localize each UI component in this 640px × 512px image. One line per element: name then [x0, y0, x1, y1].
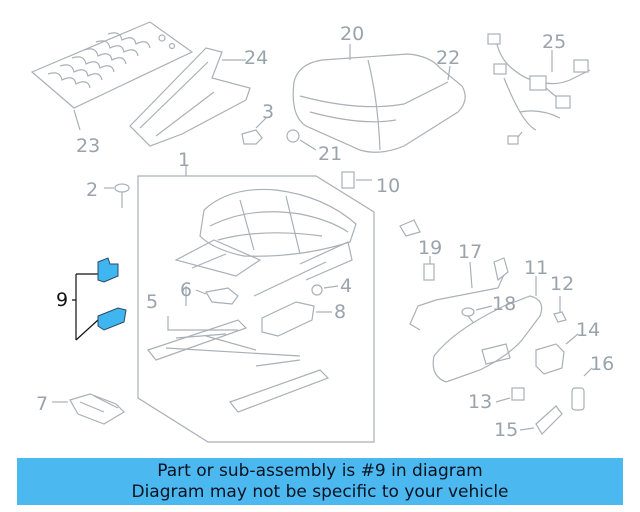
part-24-trim-panel: [129, 47, 251, 147]
callout-13: 13: [468, 391, 492, 413]
part-22-leader: [447, 65, 451, 81]
callout-7: 7: [36, 393, 48, 415]
banner-line-1: Part or sub-assembly is #9 in diagram: [157, 461, 483, 481]
part-23-heater-mat: [30, 21, 194, 131]
part-6-shaft: [195, 287, 239, 305]
part-16-knob: [571, 367, 593, 411]
part-7-adjuster: [52, 393, 125, 425]
callout-10: 10: [376, 175, 400, 197]
part-1-seat-frame-box: [137, 166, 375, 443]
disclaimer-banner: Part or sub-assembly is #9 in diagram Di…: [17, 458, 623, 505]
part-9-highlighted: [72, 257, 127, 341]
part-10-bracket: [341, 171, 421, 237]
callout-5: 5: [146, 291, 158, 313]
callout-15: 15: [494, 419, 518, 441]
part-11-side-shield: [432, 276, 543, 383]
callout-25: 25: [542, 31, 566, 53]
callout-1: 1: [178, 149, 190, 171]
part-9-lower-bracket: [97, 307, 127, 331]
part-19-clip: [423, 256, 435, 281]
part-15-cover: [519, 405, 563, 435]
callout-19: 19: [418, 237, 442, 259]
callout-21: 21: [318, 143, 342, 165]
part-13-switch: [495, 387, 525, 403]
callout-24: 24: [244, 47, 268, 69]
callout-14: 14: [576, 319, 600, 341]
part-8-motor: [261, 301, 332, 337]
part-14-switch: [535, 333, 579, 375]
part-5-seat-rails: [146, 286, 330, 413]
part-20-cushion-pad: [292, 44, 466, 153]
part-9-upper-bracket: [97, 257, 119, 283]
callout-9: 9: [56, 289, 68, 311]
callout-2: 2: [86, 179, 98, 201]
part-21-clip: [286, 129, 317, 151]
callout-22: 22: [436, 47, 460, 69]
callout-23: 23: [76, 135, 100, 157]
part-12-pin: [553, 296, 567, 323]
part-25-wiring-harness: [487, 33, 591, 145]
part-2-screw: [104, 183, 130, 208]
callout-6: 6: [180, 279, 192, 301]
callout-18: 18: [492, 293, 516, 315]
part-3-bolt: [241, 117, 267, 145]
callout-17: 17: [458, 241, 482, 263]
callout-16: 16: [590, 353, 614, 375]
callout-12: 12: [550, 273, 574, 295]
part-4-nut: [311, 284, 339, 296]
seat-frame-assembly: [174, 188, 357, 297]
callout-20: 20: [340, 23, 364, 45]
callout-4: 4: [340, 275, 352, 297]
banner-line-2: Diagram may not be specific to your vehi…: [131, 482, 509, 502]
part-17-cable: [409, 257, 509, 331]
callout-3: 3: [262, 101, 274, 123]
callout-11: 11: [524, 257, 548, 279]
callout-8: 8: [334, 301, 346, 323]
